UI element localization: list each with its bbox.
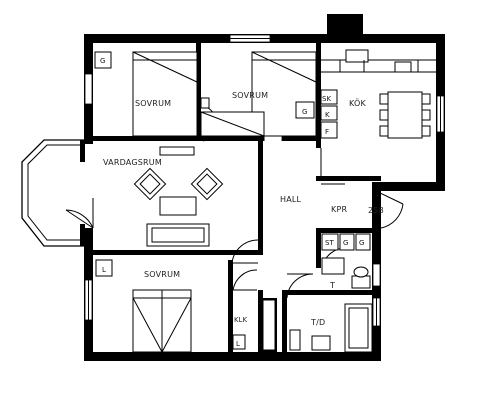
label-vardagsrum: VARDAGSRUM xyxy=(103,158,162,167)
vardagsrum: VARDAGSRUM xyxy=(103,146,224,247)
label-sovrum-3: SOVRUM xyxy=(144,270,180,279)
kok: SK K F KÖK xyxy=(320,49,436,139)
label-to: T/D xyxy=(310,318,325,327)
label-l-closet-2: L xyxy=(236,340,240,348)
label-st: ST xyxy=(325,239,334,247)
label-g-closet-1: G xyxy=(100,57,105,65)
label-sovrum-1: SOVRUM xyxy=(135,99,171,108)
bed-1 xyxy=(132,51,198,137)
window-wc xyxy=(372,263,381,287)
label-g-b: G xyxy=(359,239,364,247)
label-hall: HALL xyxy=(280,195,302,204)
label-klk: KLK xyxy=(234,316,247,324)
label-sk: SK xyxy=(322,95,331,103)
label-sovrum-2: SOVRUM xyxy=(232,91,268,100)
label-t: T xyxy=(329,281,335,290)
klk: KLK L xyxy=(232,299,276,351)
sovrum-3: L SOVRUM xyxy=(95,259,192,353)
closet-g-2 xyxy=(295,101,315,119)
wc: ST G G T xyxy=(321,233,371,290)
sovrum-2: SOVRUM G xyxy=(200,51,317,137)
closet-g-1 xyxy=(94,51,112,69)
dining-table xyxy=(387,91,423,139)
label-g-closet-2: G xyxy=(302,108,307,116)
bay-window xyxy=(21,139,85,247)
bed-2 xyxy=(251,51,317,137)
label-area-258: 258 xyxy=(368,206,384,215)
label-l-closet-1: L xyxy=(102,266,106,274)
label-g-a: G xyxy=(343,239,348,247)
bathroom: T/D xyxy=(289,303,373,353)
label-kok: KÖK xyxy=(349,98,367,108)
sovrum-1: G SOVRUM xyxy=(94,51,198,137)
label-f: F xyxy=(325,128,329,136)
label-kpr: KPR xyxy=(331,205,347,214)
window-sovrum-1 xyxy=(84,73,93,105)
coffee-table xyxy=(159,196,197,216)
label-k: K xyxy=(325,111,330,119)
